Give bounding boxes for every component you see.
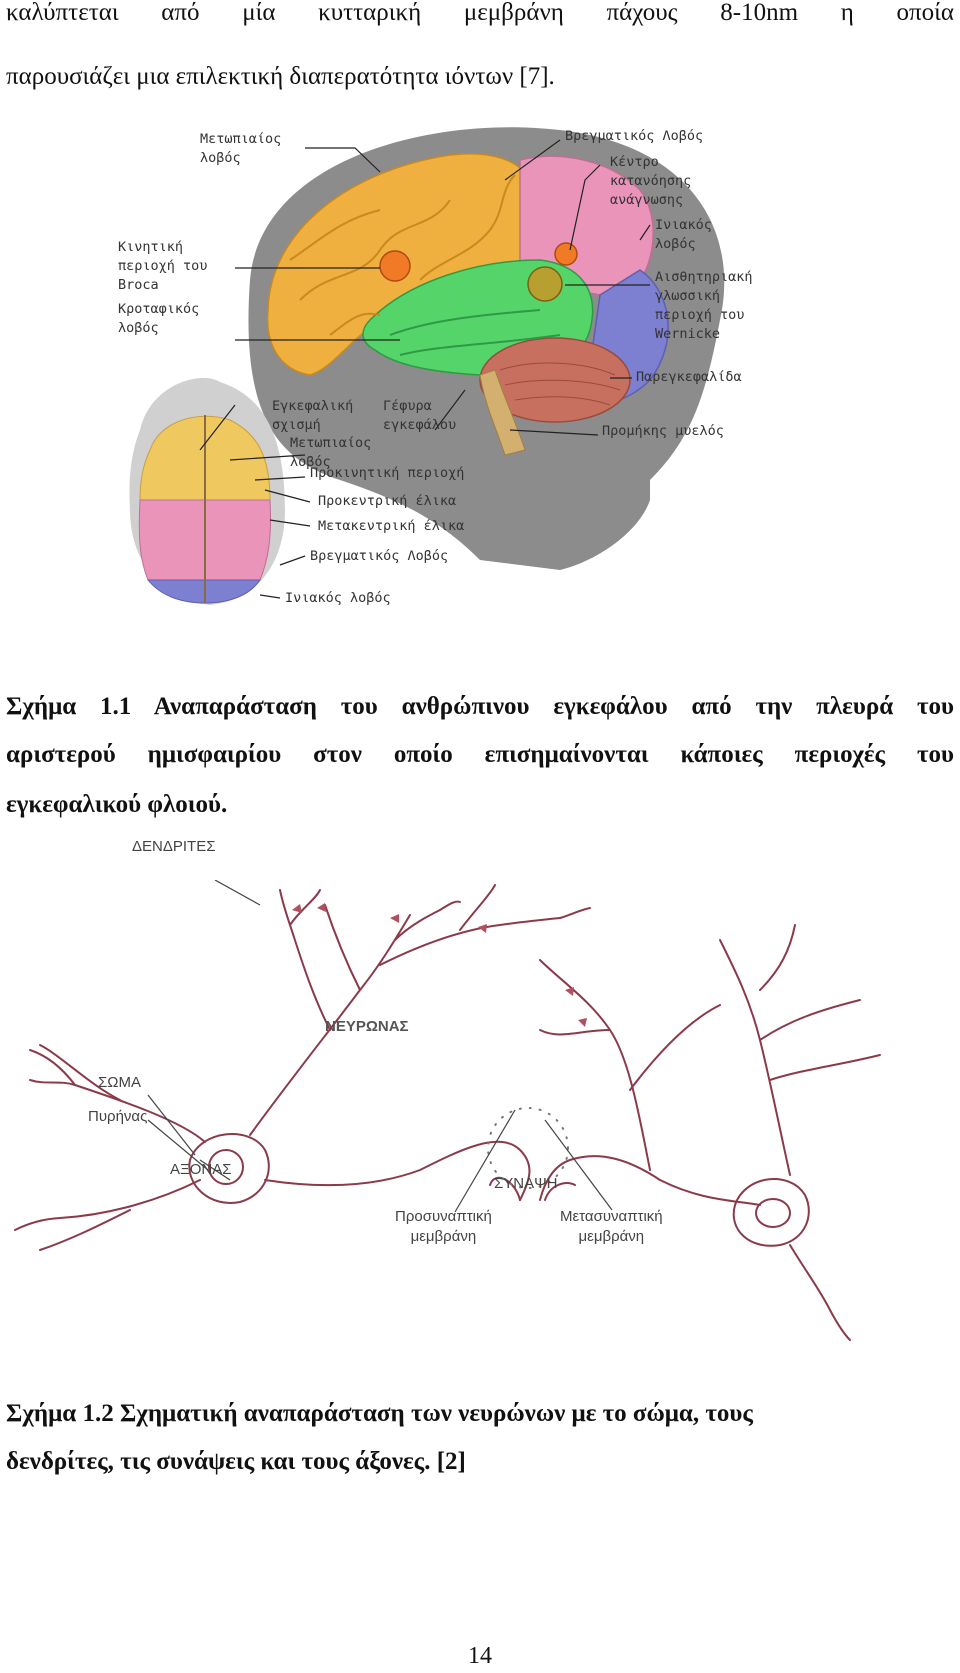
wernicke-marker xyxy=(528,267,562,301)
figure2-caption-line-1: Σχήμα 1.2 Σχηματική αναπαράσταση των νευ… xyxy=(6,1399,954,1429)
figure-brain: Μετωπιαίος λοβός Βρεγματικός Λοβός Κέντρ… xyxy=(0,120,960,660)
brain-illustration xyxy=(0,120,960,660)
label-medulla: Προμήκης μυελός xyxy=(602,422,724,441)
broca-marker xyxy=(380,251,410,281)
body-text-line-2: παρουσιάζει μια επιλεκτική διαπερατότητα… xyxy=(6,62,954,92)
figure1-caption-line-2: αριστερού ημισφαιρίου στον οποίο επισημα… xyxy=(6,740,954,770)
label-parietal-top: Βρεγματικός Λοβός xyxy=(310,547,448,566)
label-dendrites: ΔΕΝΔΡΙΤΕΣ xyxy=(132,837,216,857)
right-nucleus xyxy=(756,1199,790,1227)
label-occipital-lobe: Ινιακός λοβός xyxy=(655,216,712,254)
figure1-caption-line-3: εγκεφαλικού φλοιού. xyxy=(6,790,954,820)
figure1-caption-line-1: Σχήμα 1.1 Αναπαράσταση του ανθρώπινου εγ… xyxy=(6,692,954,722)
label-frontal-lobe: Μετωπιαίος λοβός xyxy=(200,130,281,168)
label-temporal-lobe: Κροταφικός λοβός xyxy=(118,300,199,338)
label-precentral: Προκεντρική έλικα xyxy=(318,492,456,511)
label-nucleus: Πυρήνας xyxy=(88,1107,147,1127)
label-wernicke: Αισθητηριακή γλωσσική περιοχή του Wernic… xyxy=(655,268,753,344)
label-synapse: ΣΥΝΑΨΗ xyxy=(494,1174,557,1194)
page-number: 14 xyxy=(0,1643,960,1670)
label-premotor: Προκινητική περιοχή xyxy=(310,464,464,483)
label-cerebellum: Παρεγκεφαλίδα xyxy=(636,368,742,387)
label-occipital-top: Ινιακός λοβός xyxy=(285,589,391,608)
figure-neuron: ΔΕΝΔΡΙΤΕΣ ΝΕΥΡΩΝΑΣ ΣΩΜΑ Πυρήνας ΑΞΟΝΑΣ Σ… xyxy=(0,880,940,1410)
figure2-caption-line-2: δενδρίτες, τις συνάψεις και τους άξονες.… xyxy=(6,1447,954,1477)
label-axon: ΑΞΟΝΑΣ xyxy=(170,1160,232,1180)
label-broca: Κινητική περιοχή του Broca xyxy=(118,238,207,295)
label-postcentral: Μετακεντρική έλικα xyxy=(318,517,464,536)
reading-center-marker xyxy=(555,243,577,265)
label-neuron: ΝΕΥΡΩΝΑΣ xyxy=(325,1017,409,1037)
label-soma: ΣΩΜΑ xyxy=(98,1073,141,1093)
neuron-diagram xyxy=(0,880,940,1410)
label-presynaptic: Προσυναπτική μεμβράνη xyxy=(395,1207,492,1247)
right-soma xyxy=(734,1179,809,1246)
label-fissure: Εγκεφαλική σχισμή xyxy=(272,397,353,435)
label-postsynaptic: Μετασυναπτική μεμβράνη xyxy=(560,1207,663,1247)
label-reading-center: Κέντρο κατανόησης ανάγνωσης xyxy=(610,153,691,210)
body-text-line-1: καλύπτεται από μία κυτταρική μεμβράνη πά… xyxy=(6,0,954,28)
label-parietal-lobe: Βρεγματικός Λοβός xyxy=(565,127,703,146)
label-pons: Γέφυρα εγκεφάλου xyxy=(383,397,456,435)
